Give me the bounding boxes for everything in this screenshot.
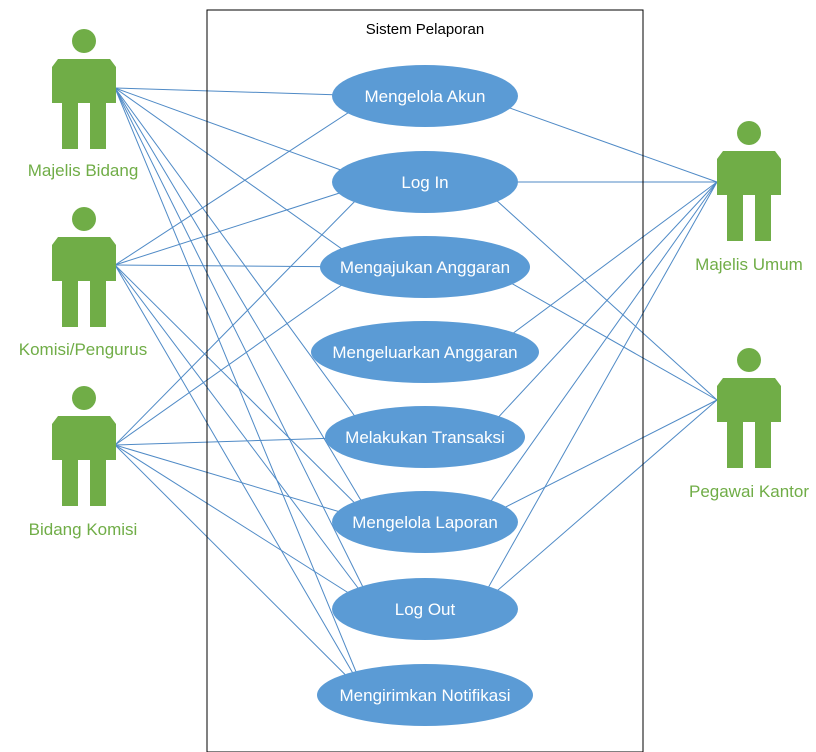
use-case-ellipse: [332, 151, 518, 213]
association-line-bidang-komisi-to-mengajukan-anggaran: [114, 266, 368, 446]
use-case-ellipse: [311, 321, 539, 383]
association-line-majelis-bidang-to-mengirimkan-notifikasi: [114, 87, 367, 696]
use-case-label: Mengelola Akun: [365, 87, 486, 106]
use-case-label: Mengajukan Anggaran: [340, 258, 510, 277]
person-icon: [717, 121, 781, 241]
person-icon: [52, 29, 116, 149]
association-line-pegawai-kantor-to-log-in: [475, 181, 718, 401]
association-line-majelis-bidang-to-melakukan-transaksi: [114, 87, 371, 438]
association-line-bidang-komisi-to-mengirimkan-notifikasi: [114, 444, 366, 696]
use-case-label: Mengirimkan Notifikasi: [340, 686, 511, 705]
use-case-mengelola-akun[interactable]: Mengelola Akun: [332, 65, 518, 127]
use-case-mengirimkan-notifikasi[interactable]: Mengirimkan Notifikasi: [317, 664, 533, 726]
system-boundary: [206, 9, 644, 752]
association-line-majelis-umum-to-mengelola-akun: [475, 95, 718, 183]
actor-label: Majelis Bidang: [28, 161, 139, 180]
actor-majelis-bidang[interactable]: [52, 29, 116, 149]
use-case-ellipse: [332, 578, 518, 640]
association-line-pegawai-kantor-to-mengelola-laporan: [475, 399, 718, 523]
actor-label: Pegawai Kantor: [689, 482, 809, 501]
person-icon: [717, 348, 781, 468]
association-line-majelis-umum-to-melakukan-transaksi: [479, 181, 718, 438]
system-title: Sistem Pelaporan: [366, 21, 484, 38]
use-case-ellipse: [332, 65, 518, 127]
association-line-majelis-umum-to-log-out: [475, 181, 718, 610]
association-line-komisi-pengurus-to-mengelola-akun: [114, 95, 375, 266]
association-line-majelis-bidang-to-mengajukan-anggaran: [114, 87, 368, 268]
use-case-label: Melakukan Transaksi: [345, 428, 505, 447]
association-line-pegawai-kantor-to-mengajukan-anggaran: [482, 266, 718, 401]
association-line-bidang-komisi-to-log-in: [114, 181, 375, 446]
association-line-majelis-bidang-to-mengelola-laporan: [114, 87, 375, 523]
use-case-label: Mengelola Laporan: [352, 513, 498, 532]
use-case-mengajukan-anggaran[interactable]: Mengajukan Anggaran: [320, 236, 530, 298]
association-line-majelis-umum-to-mengeluarkan-anggaran: [487, 181, 718, 353]
actor-majelis-umum[interactable]: [717, 121, 781, 241]
use-case-ellipse: [320, 236, 530, 298]
association-lines: [114, 87, 718, 696]
person-icon: [52, 207, 116, 327]
person-icon: [52, 386, 116, 506]
use-case-label: Log Out: [395, 600, 456, 619]
association-line-bidang-komisi-to-mengelola-laporan: [114, 444, 374, 523]
actor-label: Bidang Komisi: [29, 520, 138, 539]
use-case-ellipse: [332, 491, 518, 553]
use-case-mengeluarkan-anggaran[interactable]: Mengeluarkan Anggaran: [311, 321, 539, 383]
association-line-komisi-pengurus-to-log-in: [114, 181, 375, 266]
use-case-label: Mengeluarkan Anggaran: [332, 343, 517, 362]
association-line-komisi-pengurus-to-mengirimkan-notifikasi: [114, 264, 367, 696]
association-line-majelis-bidang-to-log-in: [114, 87, 375, 183]
association-line-komisi-pengurus-to-mengelola-laporan: [114, 264, 375, 523]
use-case-mengelola-laporan[interactable]: Mengelola Laporan: [332, 491, 518, 553]
actor-bidang-komisi[interactable]: [52, 386, 116, 506]
actor-label: Majelis Umum: [695, 255, 803, 274]
use-case-log-in[interactable]: Log In: [332, 151, 518, 213]
use-case-ellipse: [317, 664, 533, 726]
actor-pegawai-kantor[interactable]: [717, 348, 781, 468]
actor-label: Komisi/Pengurus: [19, 340, 148, 359]
association-line-majelis-bidang-to-mengelola-akun: [114, 87, 374, 97]
association-line-bidang-komisi-to-log-out: [114, 444, 375, 610]
association-line-majelis-bidang-to-log-out: [114, 87, 375, 610]
association-line-komisi-pengurus-to-log-out: [114, 264, 375, 610]
use-case-ellipse: [325, 406, 525, 468]
use-case-melakukan-transaksi[interactable]: Melakukan Transaksi: [325, 406, 525, 468]
actor-komisi-pengurus[interactable]: [52, 207, 116, 327]
association-line-majelis-umum-to-mengelola-laporan: [475, 181, 718, 523]
use-case-log-out[interactable]: Log Out: [332, 578, 518, 640]
use-case-label: Log In: [401, 173, 448, 192]
association-line-pegawai-kantor-to-log-out: [475, 399, 718, 610]
